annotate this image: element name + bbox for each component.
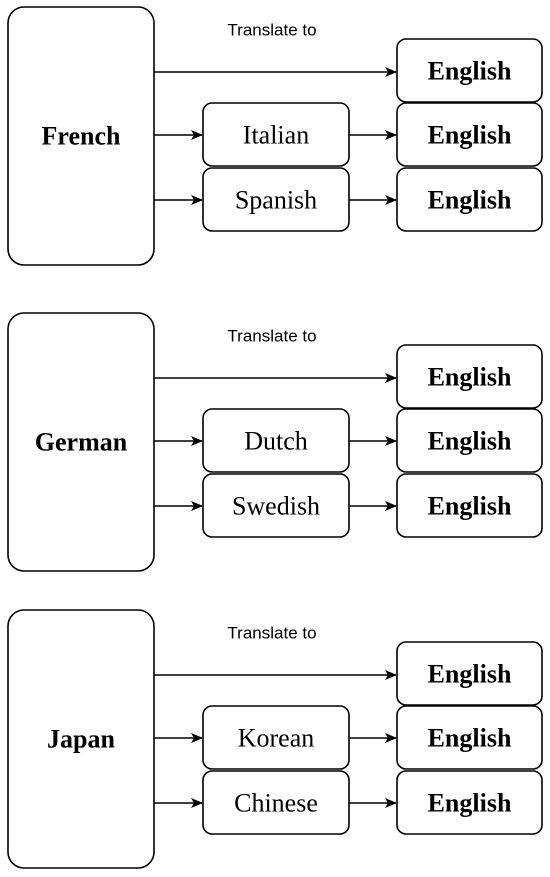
pivot-target-box <box>396 102 543 167</box>
direct-target-box <box>396 38 543 103</box>
direct-target-box <box>396 641 543 706</box>
source-box <box>7 312 155 572</box>
direct-target-box <box>396 344 543 409</box>
source-label: Japan <box>47 725 115 754</box>
pivot-target-label: English <box>428 427 512 456</box>
pivot-target-label: English <box>428 492 512 521</box>
pivot-label: Dutch <box>244 427 308 456</box>
pivot-target-label: English <box>428 186 512 215</box>
pivot-target-box <box>396 770 543 835</box>
pivot-label: Chinese <box>234 789 318 818</box>
direct-target-label: English <box>428 57 512 86</box>
pivot-target-label: English <box>428 724 512 753</box>
caption-label: Translate to <box>227 327 316 346</box>
source-box <box>7 6 155 266</box>
pivot-target-box <box>396 473 543 538</box>
pivot-label: Italian <box>243 121 309 150</box>
pivot-label: Korean <box>238 724 315 753</box>
pivot-target-box <box>396 705 543 770</box>
pivot-target-label: English <box>428 121 512 150</box>
pivot-label: Spanish <box>235 186 317 215</box>
source-label: German <box>35 428 128 457</box>
pivot-target-box <box>396 167 543 232</box>
caption-label: Translate to <box>227 624 316 643</box>
direct-target-label: English <box>428 660 512 689</box>
direct-target-label: English <box>428 363 512 392</box>
caption-label: Translate to <box>227 21 316 40</box>
source-label: French <box>42 122 121 151</box>
pivot-target-box <box>396 408 543 473</box>
pivot-label: Swedish <box>232 492 320 521</box>
pivot-target-label: English <box>428 789 512 818</box>
source-box <box>7 609 155 869</box>
